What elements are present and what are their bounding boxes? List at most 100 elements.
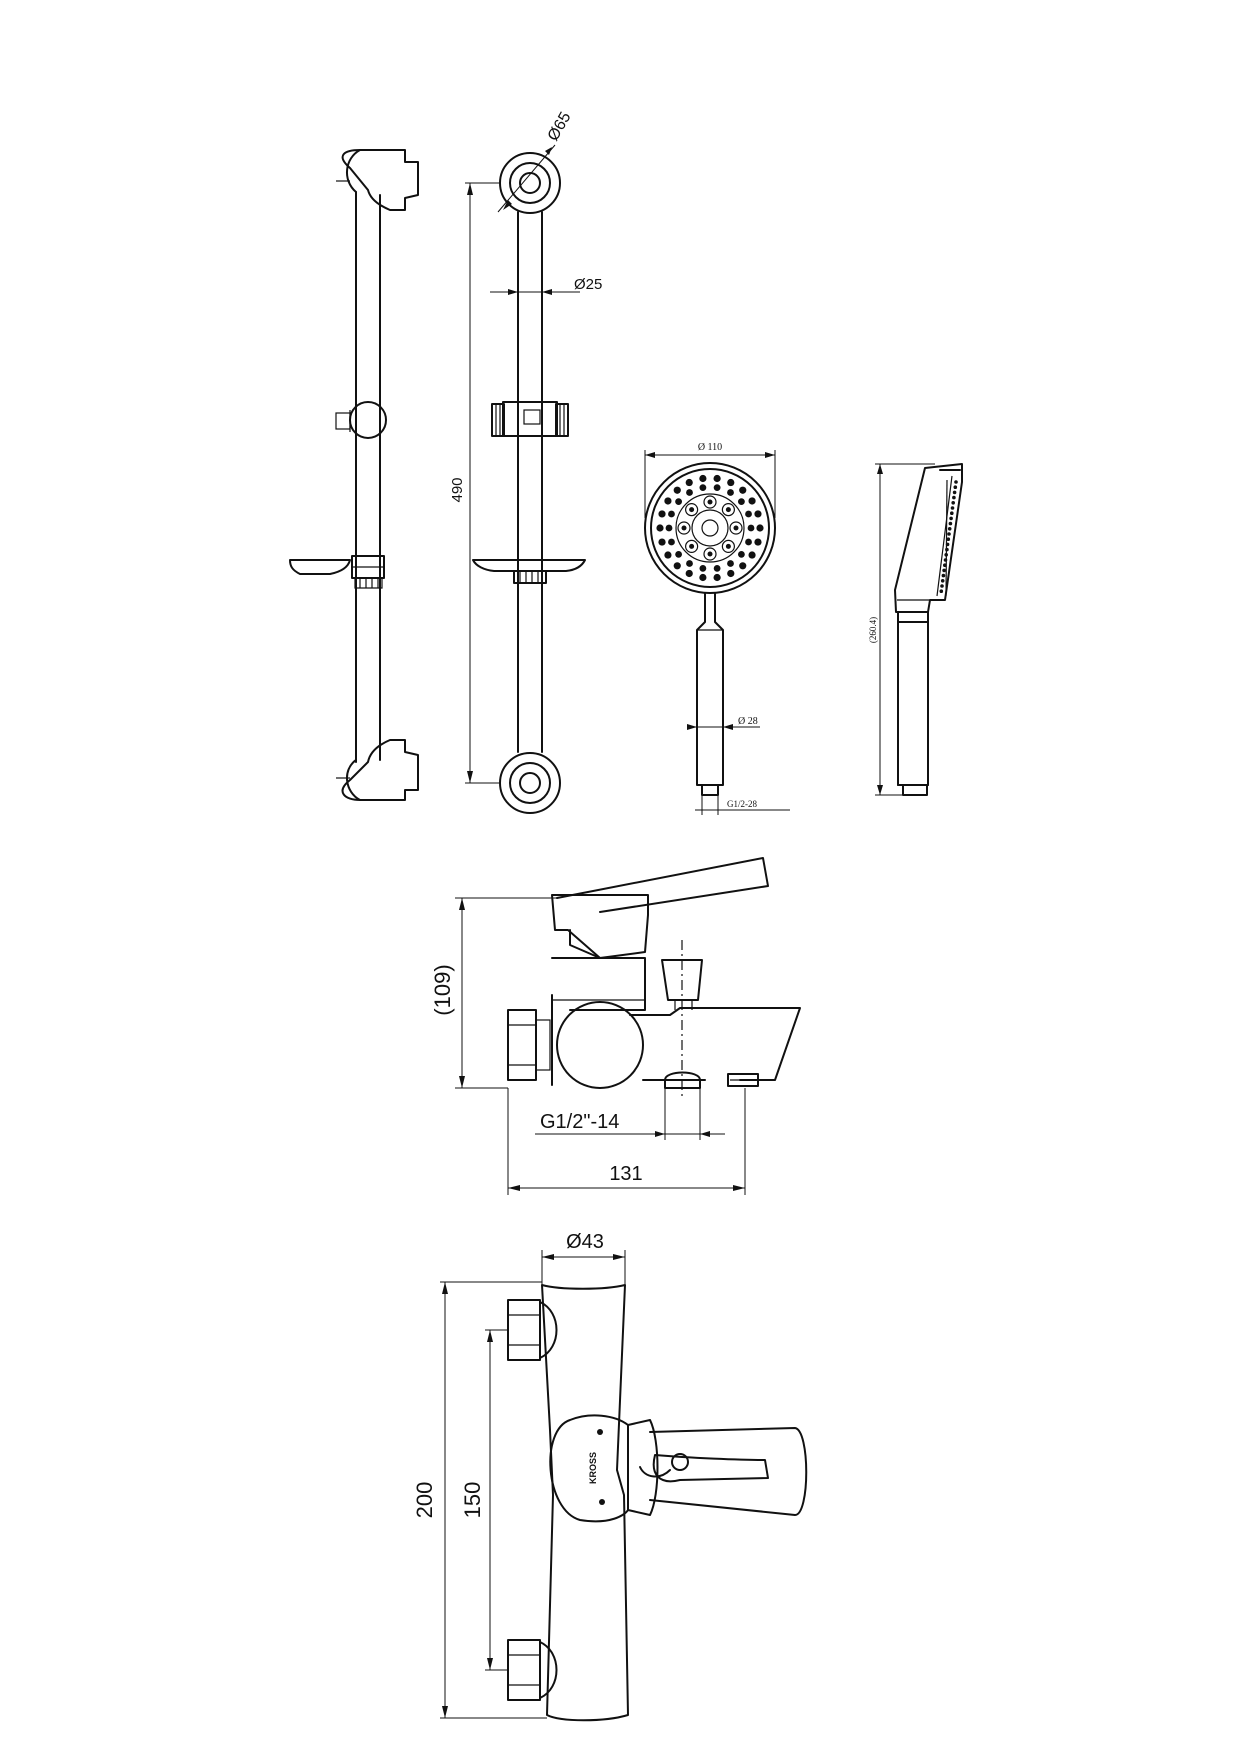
nozzle [748,497,756,505]
massage-nozzle [677,521,691,535]
mixer-width-label: 200 [412,1482,437,1519]
head-diameter-label: Ø 110 [698,442,722,453]
side-nozzle [950,506,955,510]
nozzle [685,569,693,578]
nozzle [713,474,721,483]
nozzle [656,524,664,532]
side-nozzle [952,495,956,500]
side-nozzle [945,547,949,552]
massage-nozzle-center [707,551,713,557]
nozzle [713,564,721,572]
side-nozzles [939,480,958,593]
nozzle [675,498,682,506]
mixer-centre-distance-label: 150 [460,1482,485,1519]
side-nozzle [943,563,947,567]
massage-nozzle [703,495,717,509]
nozzle [754,538,762,546]
nozzle [665,524,673,532]
brand-logo: KROSS [588,1452,598,1484]
side-nozzle [947,532,951,536]
massage-nozzle-center [707,499,713,505]
nozzle [739,486,747,494]
nozzle [738,550,745,558]
nozzle [756,524,764,532]
massage-nozzle [729,521,743,535]
nozzle [727,569,735,578]
side-nozzle [942,568,946,573]
side-nozzle [939,589,944,593]
shower-nozzles [656,474,764,582]
massage-nozzle-center [725,507,731,513]
nozzle [745,510,752,518]
shower-rail-side-view [289,149,419,801]
nozzle [713,573,721,582]
nozzle [686,560,693,567]
shower-rail-front-view [465,144,586,814]
massage-nozzle [685,539,699,553]
massage-nozzle-center [681,525,687,531]
side-nozzle [946,537,951,541]
rail-length-label: 490 [449,477,466,502]
massage-nozzle-center [733,525,739,531]
nozzle [699,484,707,492]
mixer-front-view [440,1250,808,1722]
side-nozzle [954,480,958,484]
connection-thread-label: G1/2-28 [727,799,757,809]
nozzle [658,538,666,546]
nozzle [699,573,707,582]
side-nozzle [941,573,946,578]
side-nozzle [940,584,944,588]
side-nozzle [949,516,953,521]
massage-nozzle-center [725,543,731,549]
side-nozzle [950,511,954,515]
nozzle [713,484,721,492]
hand-shower-side-view [875,463,963,796]
nozzle [748,551,756,559]
mixer-side-view [455,857,801,1195]
nozzle [673,486,681,494]
side-nozzle [943,558,948,562]
nozzle [668,510,675,518]
massage-nozzle [703,547,717,561]
side-nozzle [948,521,953,526]
hand-shower-front-view [644,450,790,815]
nozzle [668,538,675,546]
nozzle [664,551,672,559]
massage-nozzle [721,503,735,517]
nozzle [685,478,693,487]
nozzle [658,510,666,518]
massage-nozzle-center [689,543,695,549]
nozzle [686,489,693,496]
nozzle [675,550,682,558]
rail-diameter-label: Ø25 [574,276,602,293]
nozzle [664,497,672,505]
rail-holder-diameter-label: Ø65 [545,109,575,144]
nozzle [727,560,734,567]
nozzle [727,489,734,496]
nozzle [673,562,681,570]
side-nozzle [953,485,958,490]
hand-shower-length-label: (260.4) [868,617,878,643]
nozzle [738,498,745,506]
nozzle [699,474,707,483]
nozzle [739,562,747,570]
massage-nozzle [721,539,735,553]
nozzle [699,564,707,572]
handle-diameter-label: Ø 28 [738,716,758,727]
side-nozzle [952,490,957,495]
mixer-depth-label: 131 [609,1163,642,1185]
nozzle [727,478,735,487]
side-nozzle [945,542,950,547]
side-nozzle [951,501,955,505]
mixer-thread-label: G1/2"-14 [540,1111,619,1133]
massage-nozzle [685,503,699,517]
nozzle [745,538,752,546]
mixer-height-label: (109) [430,964,455,1015]
nozzle [747,524,755,532]
mixer-body-diameter-label: Ø43 [566,1231,604,1253]
side-nozzle [947,527,952,531]
side-nozzle [944,553,948,557]
side-nozzle [940,579,945,583]
massage-nozzle-center [689,507,695,513]
